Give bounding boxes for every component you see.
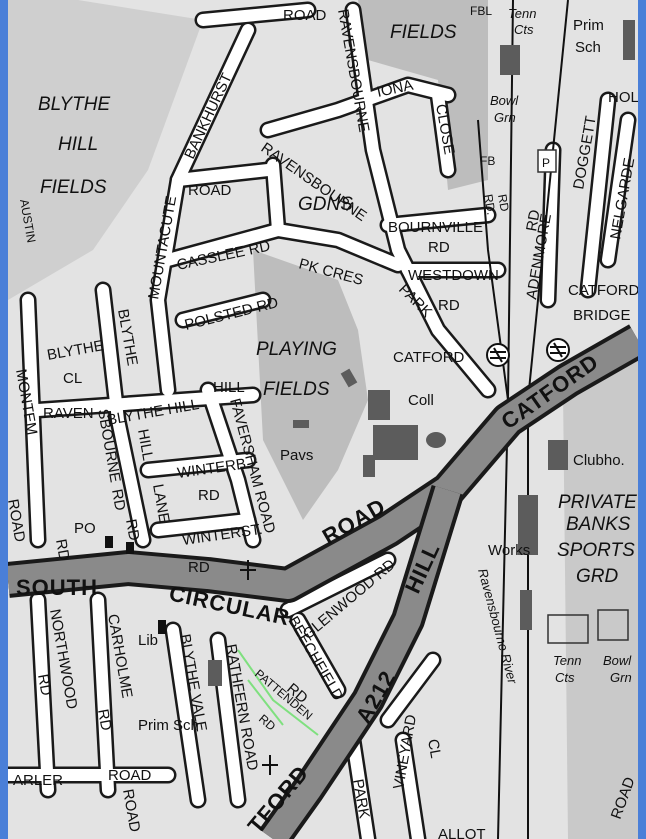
road-label-hill-lane: HILL — [134, 428, 156, 462]
area-label-grd: GRD — [576, 566, 619, 587]
road-label-blythe-cl: BLYTHE — [46, 337, 105, 364]
area-label-sports: SPORTS — [557, 540, 635, 561]
road-label-rd-rail: RD. — [481, 193, 498, 216]
place-label-po: PO — [74, 520, 96, 537]
road-label-rd-rail2: RD — [495, 193, 512, 213]
road-label-bournville: BOURNVILLE — [388, 219, 483, 236]
place-label-catford-bridge-2: BRIDGE — [573, 307, 631, 324]
place-label-coll: Coll — [408, 392, 434, 409]
road-label-rd-winterst: RD — [188, 559, 210, 576]
area-label-playing-fields: FIELDS — [263, 379, 330, 400]
buildings — [105, 20, 635, 686]
road-label-road-bottom: ROAD — [108, 767, 152, 784]
place-label-grn: Grn — [610, 670, 632, 685]
road-label-blythe-cl-cl: CL — [63, 370, 82, 387]
catford-bridge-station-icon[interactable] — [546, 338, 570, 362]
road-label-road-left: ROAD — [188, 182, 232, 199]
road-label-cl: CL — [424, 738, 444, 760]
area-label-playing: PLAYING — [256, 339, 337, 360]
road-label-lane: LANE — [149, 483, 173, 525]
area-label-hill: HILL — [58, 134, 98, 155]
place-label-cts-top: Cts — [514, 22, 534, 37]
place-label-pavs: Pavs — [280, 447, 313, 464]
minor-roads-fill — [8, 4, 634, 839]
place-label-tenn-top: Tenn — [508, 6, 536, 21]
label-allot: ALLOT — [438, 826, 486, 839]
green-footpath-2 — [247, 679, 284, 726]
road-label-westdown: WESTDOWN — [408, 267, 499, 284]
place-label-prim-top: Prim — [573, 17, 604, 34]
parking-icon: P — [542, 156, 550, 170]
road-label-road-vertical: ROAD — [119, 788, 143, 834]
road-label-raven: RAVEN — [43, 405, 94, 422]
road-label-iona: IONA — [375, 77, 414, 101]
place-label-catford: CATFORD — [393, 349, 465, 366]
place-label-clubho: Clubho. — [573, 452, 625, 469]
road-label-road-top: ROAD — [283, 7, 327, 24]
place-label-cts: Cts — [555, 670, 575, 685]
area-label-fields: FIELDS — [40, 177, 107, 198]
place-label-works: Works — [488, 542, 530, 559]
place-label-grn-top: Grn — [494, 110, 516, 125]
road-label-rd-adenmore: RD — [523, 208, 544, 232]
river-label-ravensbourne: Ravensbourne River — [475, 567, 520, 686]
road-label-rd-left: RD — [52, 538, 73, 562]
road-label-rd-bourne: RD — [108, 488, 129, 512]
place-label-bowl-top: Bowl — [490, 93, 519, 108]
place-label-catford-bridge-1: CATFORD — [568, 282, 638, 299]
place-label-fbl: FBL — [470, 4, 492, 18]
catford-station-icon[interactable] — [486, 343, 510, 367]
road-label-hol: HOL — [608, 89, 638, 106]
place-label-tenn: Tenn — [553, 653, 581, 668]
green-footpath — [237, 649, 319, 736]
place-label-lib: Lib — [138, 632, 158, 649]
street-map[interactable]: BLYTHE HILL FIELDS FIELDS PLAYING FIELDS… — [8, 0, 638, 839]
road-label-arler: ARLER — [13, 772, 63, 789]
road-label-rd-winterb: RD — [198, 487, 220, 504]
outlines — [537, 149, 629, 644]
church-icons — [240, 560, 278, 775]
playing-fields-area — [253, 250, 368, 520]
place-label-bowl: Bowl — [603, 653, 632, 668]
road-label-rd-bournville: RD — [428, 239, 450, 256]
road-label-bankhurst: BANKHURST — [181, 71, 236, 162]
area-label-banks: BANKS — [566, 514, 631, 535]
road-label-south: SOUTH — [16, 575, 98, 600]
place-label-fb: FB — [480, 154, 495, 168]
major-roads — [8, 324, 638, 839]
road-label-road-left-edge: ROAD — [8, 498, 28, 544]
map-canvas[interactable]: BLYTHE HILL FIELDS FIELDS PLAYING FIELDS… — [8, 0, 638, 839]
blythe-hill-fields-area — [8, 0, 203, 300]
area-label-private: PRIVATE — [558, 492, 637, 513]
area-label-blythe: BLYTHE — [38, 94, 110, 115]
road-label-rd-carholme: RD — [94, 708, 115, 732]
place-label-sch-top: Sch — [575, 39, 601, 56]
road-label-rd-mid: RD — [122, 518, 143, 542]
road-label-rd-westdown: RD — [438, 297, 460, 314]
private-sports-ground-area — [563, 360, 638, 839]
area-label-fields-top: FIELDS — [390, 22, 457, 43]
place-label-prim-sch: Prim Sch — [138, 717, 199, 734]
road-label-rd-northwood: RD — [34, 673, 55, 697]
fields-top-area — [358, 0, 488, 190]
road-label-park-bottom: PARK — [349, 778, 373, 820]
road-label-hill-road: HILL — [213, 379, 245, 396]
road-label-gdns: GDNS — [298, 194, 353, 215]
